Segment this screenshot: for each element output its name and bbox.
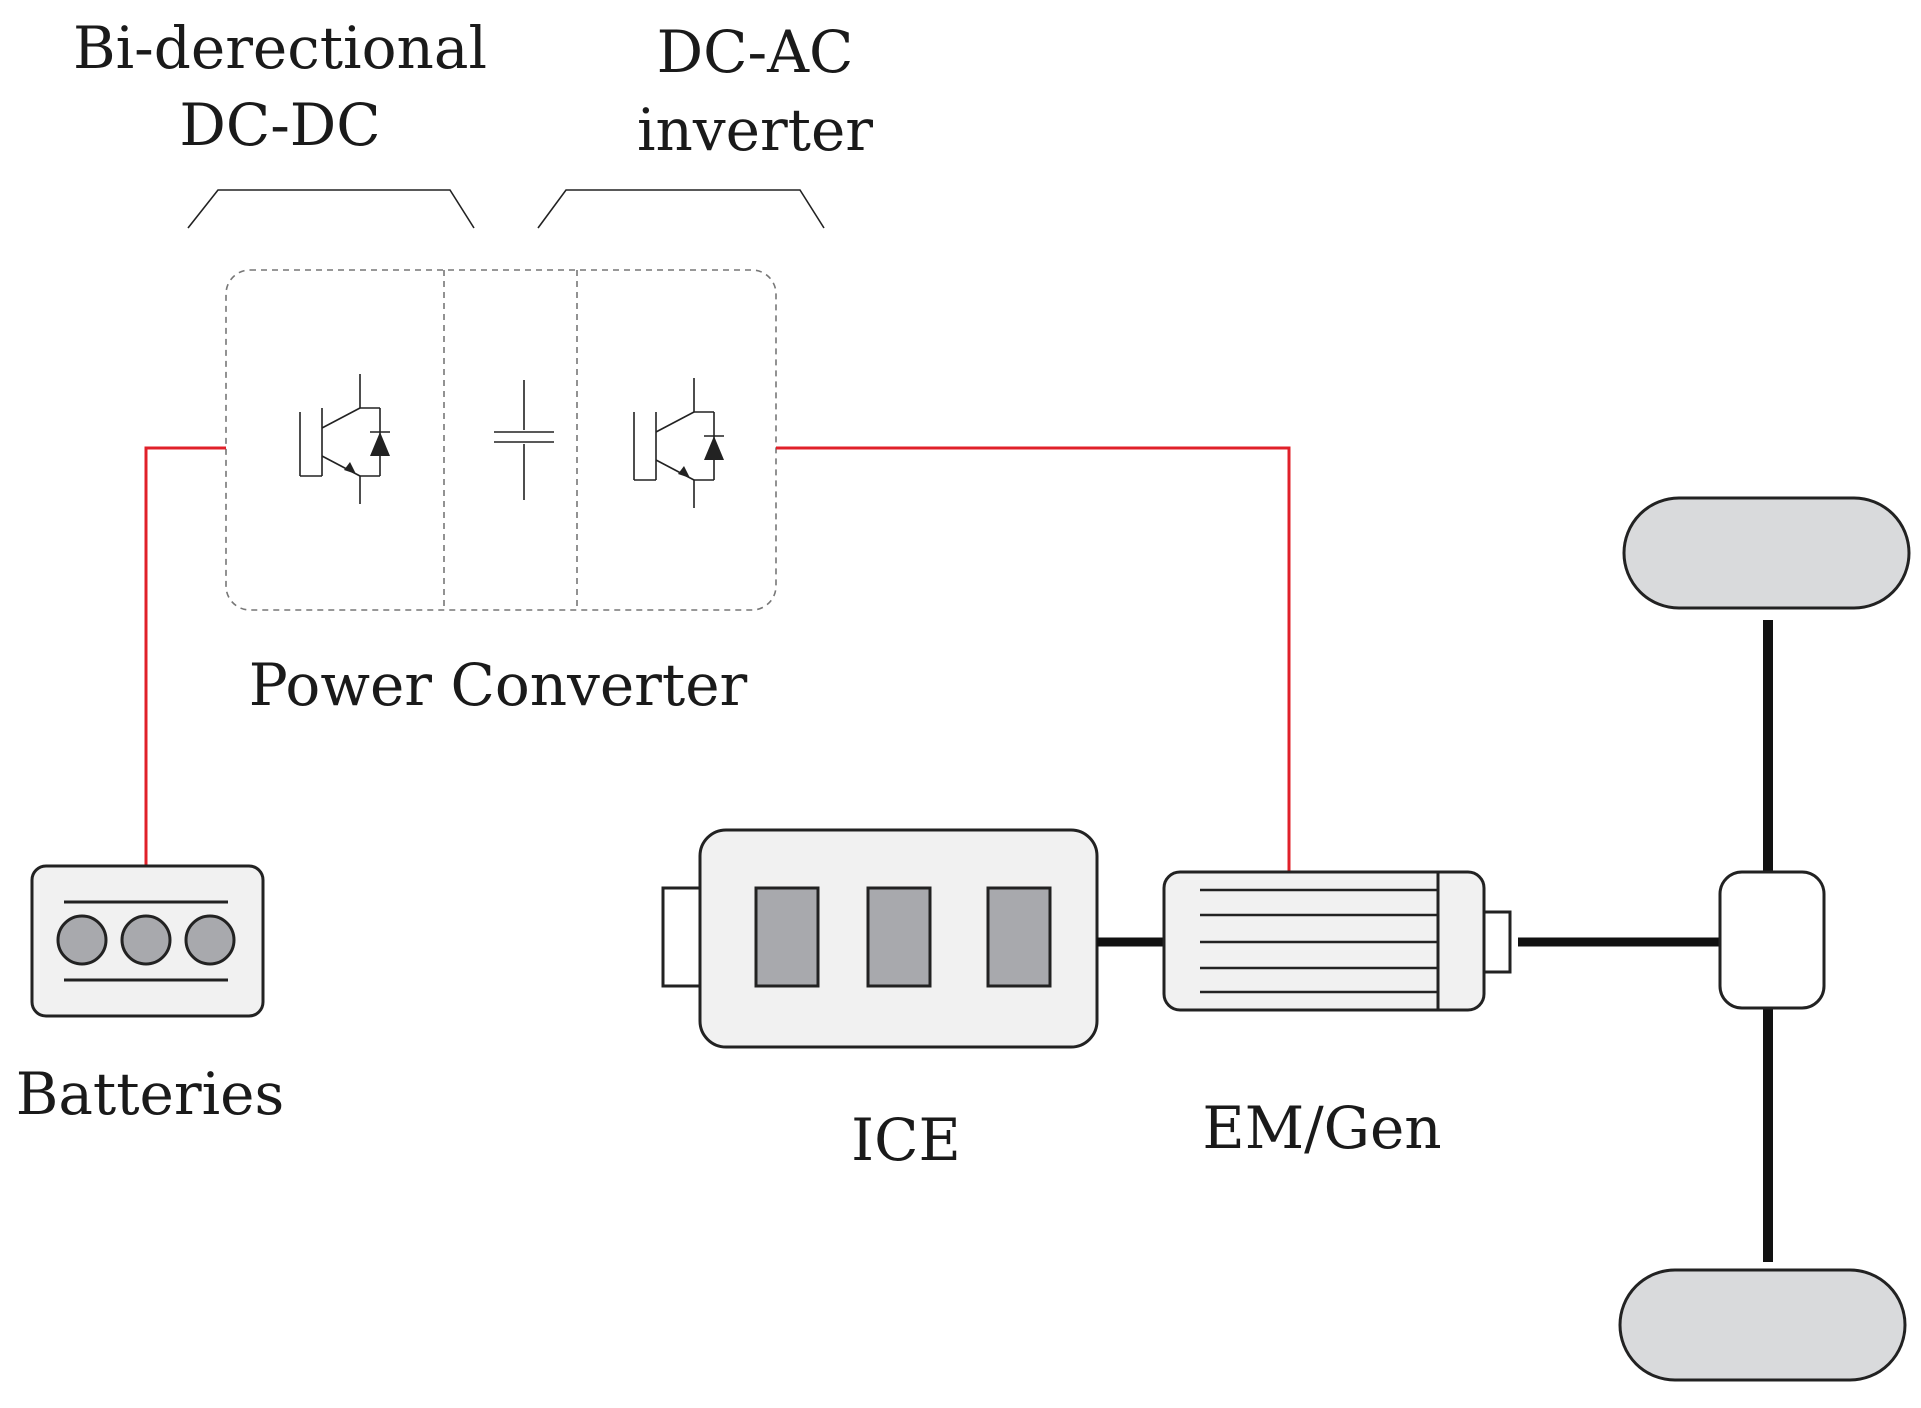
battery-cell-icon (184, 914, 236, 966)
ice-label: ICE (851, 1106, 961, 1174)
batteries-label: Batteries (16, 1060, 285, 1128)
ice-engine (661, 828, 1099, 1049)
cylinder-icon (754, 886, 820, 988)
capacitor-icon (494, 380, 554, 500)
cylinder-icon (866, 886, 932, 988)
converter-motor-wire (776, 446, 1291, 872)
dcdc-bracket (187, 189, 475, 229)
power-converter (225, 269, 777, 611)
battery-cell-icon (56, 914, 108, 966)
dcdc-label-line1: Bi-derectional (73, 14, 487, 82)
cylinder-icon (986, 886, 1052, 988)
wheel-bottom (1618, 1268, 1907, 1382)
wheel-top (1622, 496, 1911, 610)
batteries (30, 864, 265, 1018)
differential (1718, 870, 1826, 1010)
em-gen-label: EM/Gen (1202, 1094, 1441, 1162)
em-gen-motor (1162, 870, 1512, 1012)
battery-converter-wire (144, 446, 226, 868)
dcdc-label-line2: DC-DC (179, 91, 380, 159)
igbt-icon (633, 378, 724, 508)
power-converter-label: Power Converter (249, 651, 748, 719)
inverter-bracket (537, 189, 825, 229)
battery-cell-icon (120, 914, 172, 966)
inverter-label-line2: inverter (637, 96, 873, 164)
inverter-label-line1: DC-AC (657, 18, 854, 86)
igbt-icon (299, 374, 390, 504)
